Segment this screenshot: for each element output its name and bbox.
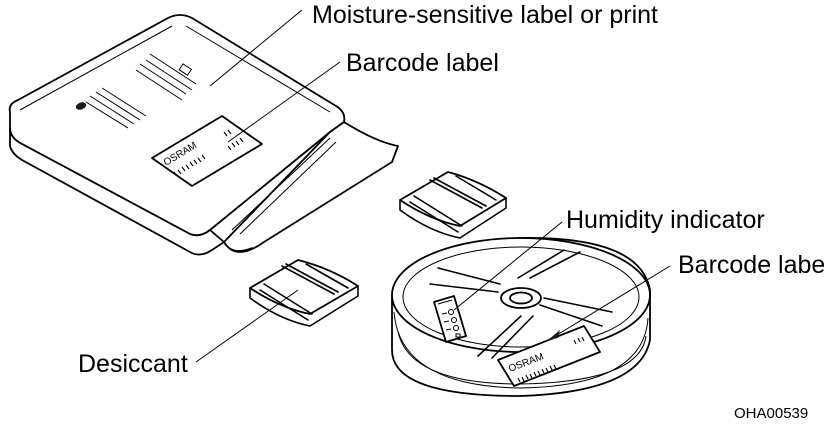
leader-reel-barcode bbox=[551, 265, 671, 339]
reel-barcode-label-callout: Barcode label bbox=[678, 251, 824, 279]
bag-barcode-label-callout: Barcode label bbox=[346, 49, 499, 77]
humidity-indicator-callout: Humidity indicator bbox=[566, 206, 765, 234]
moisture-sensitive-print bbox=[75, 53, 197, 129]
leader-bag-barcode bbox=[227, 61, 341, 143]
figure-code: OHA00539 bbox=[734, 405, 808, 422]
leader-humidity bbox=[453, 221, 563, 311]
desiccant-pouch-lower bbox=[249, 259, 359, 327]
humidity-indicator-card bbox=[433, 295, 467, 343]
leader-moisture-label bbox=[209, 9, 303, 87]
desiccant-pouch-upper bbox=[399, 171, 507, 239]
leader-reel-barcode-arrowhead bbox=[548, 330, 560, 340]
reel-barcode-label: OSRAM bbox=[497, 325, 601, 387]
leader-desiccant bbox=[195, 289, 299, 363]
desiccant-callout: Desiccant bbox=[78, 350, 188, 378]
callout-leaders bbox=[195, 9, 671, 363]
moisture-barrier-bag: OSRAM bbox=[8, 14, 399, 256]
moisture-sensitive-label-callout: Moisture-sensitive label or print bbox=[312, 1, 658, 29]
component-reel: OSRAM bbox=[391, 237, 651, 397]
